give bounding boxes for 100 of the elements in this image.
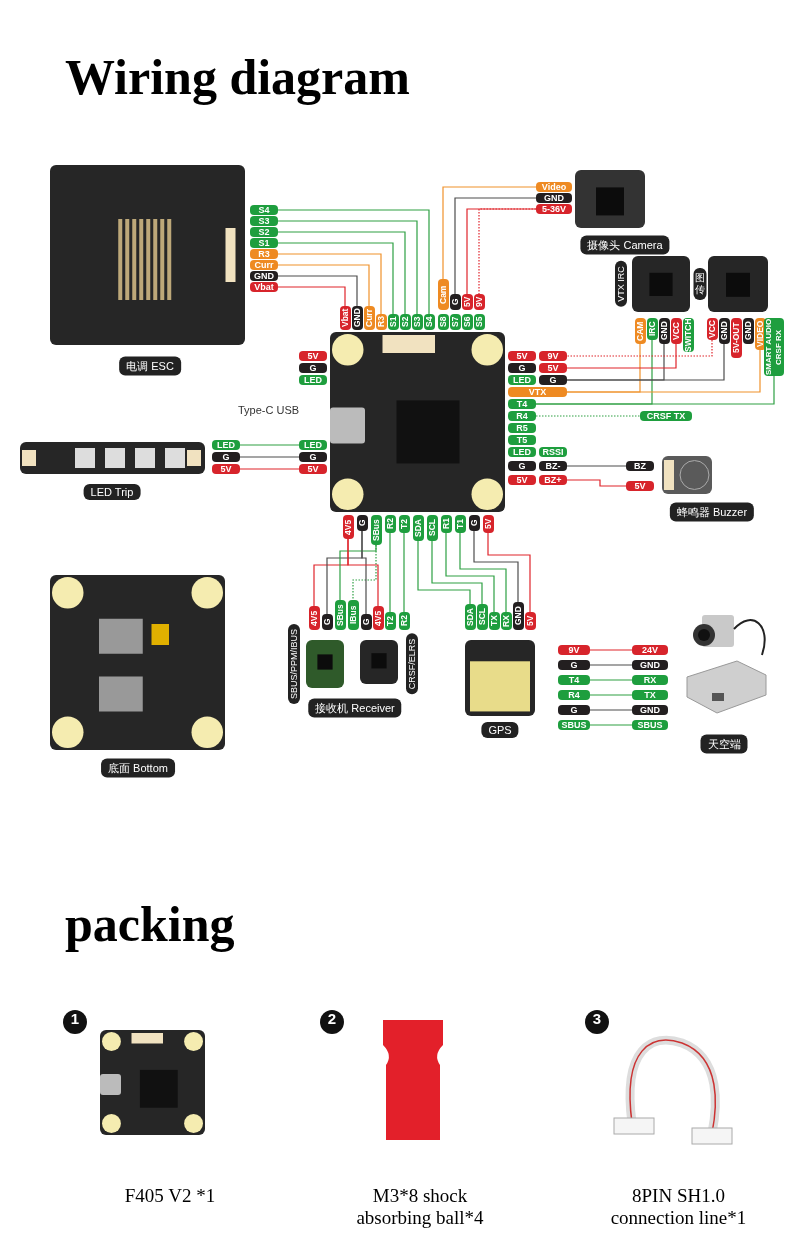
pin-label: 5V <box>482 515 494 533</box>
pin-label: BZ <box>626 461 654 471</box>
pin-label: G <box>299 452 327 462</box>
wire <box>589 724 633 726</box>
pin-label: LED <box>212 440 240 450</box>
pin-label: GND <box>536 193 572 203</box>
pin-label: TX <box>488 612 500 630</box>
wire <box>459 532 507 613</box>
wire <box>352 544 377 601</box>
pin-label: VCC <box>706 318 718 340</box>
wire <box>589 709 633 711</box>
caption-label: SBUS/PPM/IBUS <box>288 624 300 704</box>
pin-label: G <box>508 363 536 373</box>
wire <box>277 242 394 315</box>
pin-label: GND <box>512 602 524 630</box>
pin-label: 5V <box>508 351 536 361</box>
wire <box>589 679 633 681</box>
pin-label: LED <box>299 440 327 450</box>
pin-label: Vbat <box>339 306 351 330</box>
pin-label: RX <box>632 675 668 685</box>
pin-label: Curr <box>363 306 375 330</box>
pin-label: G <box>360 614 372 630</box>
wire <box>431 540 483 605</box>
wire <box>347 538 379 607</box>
pin-label: 5V <box>524 612 536 630</box>
wire <box>389 532 391 613</box>
pin-label: SMART AUDIO CRSF RX <box>764 318 784 376</box>
wire <box>277 264 370 307</box>
wire <box>566 339 713 357</box>
pin-label: GND <box>658 318 670 344</box>
pin-label: 5V <box>299 464 327 474</box>
pin-label: R3 <box>375 314 387 330</box>
pin-label: Cam <box>437 279 449 310</box>
pin-label: SWITCH <box>682 318 694 352</box>
wire <box>339 544 377 601</box>
wire <box>487 532 531 613</box>
pin-label: T4 <box>508 399 536 409</box>
pin-label: 5V <box>299 351 327 361</box>
pin-label: S2 <box>250 227 278 237</box>
diagram-label: Type-C USB <box>238 404 300 416</box>
pin-label: Video <box>536 182 572 192</box>
pin-label: SBUS <box>558 720 590 730</box>
pin-label: G <box>299 363 327 373</box>
pin-label: BZ- <box>539 461 567 471</box>
pin-label: SCL <box>476 604 488 630</box>
pin-label: 5V <box>461 294 473 310</box>
wire <box>445 532 495 613</box>
caption-label: GPS <box>481 722 519 738</box>
pin-label: R3 <box>250 249 278 259</box>
caption-label: 摄像头 Camera <box>580 235 670 255</box>
wire <box>277 220 418 315</box>
pin-label: SCL <box>426 515 438 541</box>
wire <box>535 375 775 405</box>
pin-label: 24V <box>632 645 668 655</box>
pin-label: Curr <box>250 260 278 270</box>
pin-label: CAM <box>634 318 646 344</box>
pin-label: GND <box>351 306 363 330</box>
wire <box>454 197 537 295</box>
pin-label: 9V <box>558 645 590 655</box>
wire <box>442 186 537 280</box>
pin-label: 5V-OUT <box>730 318 742 358</box>
pin-label: S1 <box>387 314 399 330</box>
pin-label: RSSI <box>539 447 567 457</box>
pin-label: LED <box>508 447 536 457</box>
pin-label: IRC <box>646 318 658 340</box>
wire <box>417 540 471 605</box>
title: Wiring diagram <box>65 48 410 106</box>
pin-label: G <box>321 614 333 630</box>
pin-label: GND <box>742 318 754 344</box>
pin-label: LED <box>508 375 536 385</box>
pin-label: R4 <box>558 690 590 700</box>
pin-label: IBus <box>347 600 359 630</box>
pin-label: CRSF TX <box>640 411 692 421</box>
pin-label: 9V <box>539 351 567 361</box>
item-caption: F405 V2 *1 <box>123 1185 217 1207</box>
wire <box>566 343 677 369</box>
wire <box>239 456 300 458</box>
pin-label: Vbat <box>250 282 278 292</box>
wire <box>361 530 367 615</box>
pin-label: SDA <box>464 604 476 630</box>
pin-label: T2 <box>398 515 410 533</box>
wire <box>277 275 358 307</box>
pin-label: 5V <box>539 363 567 373</box>
pin-label: R5 <box>508 423 536 433</box>
pin-label: G <box>558 660 590 670</box>
pin-label: S8 <box>437 314 449 330</box>
item-number: 2 <box>320 1010 344 1034</box>
pin-label: G <box>539 375 567 385</box>
wire <box>277 209 430 315</box>
pin-label: 4V5 <box>308 606 320 630</box>
pin-label: T1 <box>454 515 466 533</box>
pin-label: VCC <box>670 318 682 344</box>
pin-label: T2 <box>384 612 396 630</box>
wire <box>478 208 537 295</box>
pin-label: GND <box>250 271 278 281</box>
pin-label: G <box>212 452 240 462</box>
wire <box>589 649 633 651</box>
pin-label: S5 <box>473 314 485 330</box>
pin-label: 5-36V <box>536 204 572 214</box>
wire <box>535 415 641 417</box>
